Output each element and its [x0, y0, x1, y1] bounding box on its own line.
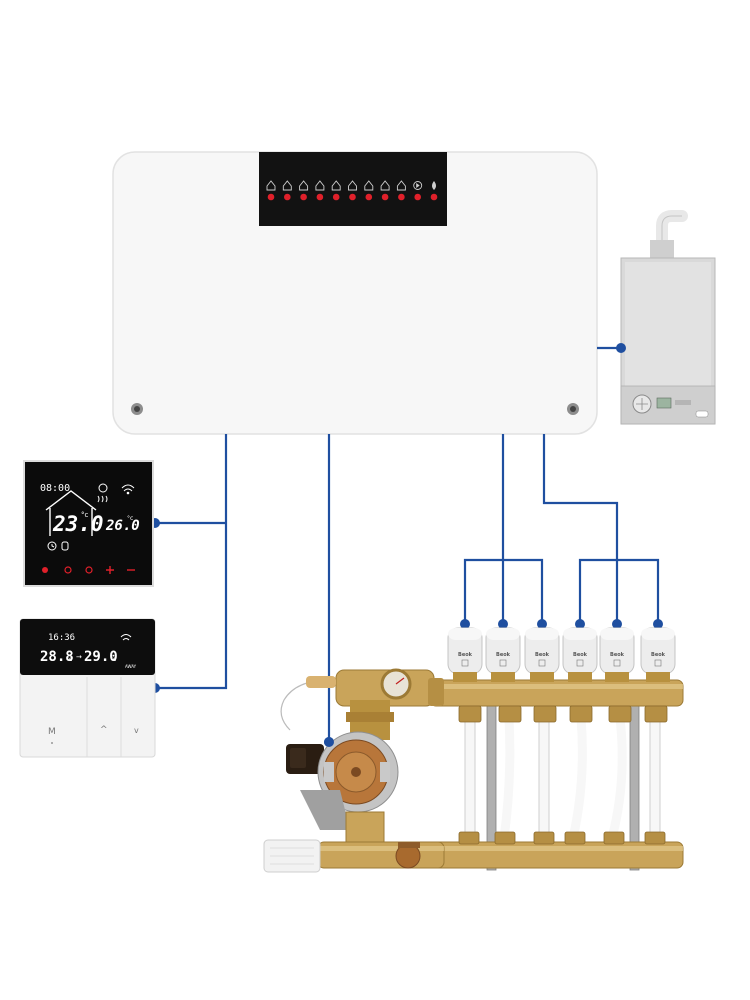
thermostat-black: 08:00 23.0 °c 26.0 °c: [23, 460, 154, 587]
thermostatic-head: [263, 839, 321, 873]
hub-screw-left: [131, 403, 143, 415]
lock-icon: [461, 659, 469, 667]
thermostat-black-time: 08:00: [40, 483, 70, 494]
manifold: Beok Beok Beok Beok Beok Beok: [429, 627, 684, 871]
actuator: Beok: [640, 627, 676, 682]
house-icon: [396, 180, 406, 191]
thermostat-white-mode: AWAY: [125, 664, 137, 669]
actuator-label: Beok: [458, 652, 473, 658]
hand-icon: [61, 541, 69, 551]
circulation-pump: [286, 731, 399, 843]
house-outline-icon: [45, 490, 97, 536]
heating-icon: [97, 495, 108, 503]
house-icon: [282, 180, 292, 191]
manifold-supply-connectors: [458, 705, 668, 723]
power-icon[interactable]: [64, 566, 72, 574]
display-icon: [656, 397, 672, 409]
zone-led: [267, 193, 275, 201]
flame-icon: [432, 181, 436, 190]
lock-icon: [576, 659, 584, 667]
clock-icon: [47, 541, 57, 551]
zone-led: [414, 193, 422, 201]
play-icon: [413, 181, 423, 190]
snowflake-icon: [42, 567, 48, 573]
actuator: Beok: [524, 627, 560, 682]
fan-icon: [632, 394, 652, 414]
zone-led: [332, 193, 340, 201]
house-icon: [380, 180, 390, 191]
mixing-valve-bottom: [317, 841, 445, 869]
thermostat-white-arrow: →: [76, 653, 82, 661]
down-button[interactable]: v: [134, 726, 139, 735]
plus-icon[interactable]: [106, 566, 114, 574]
thermostat-white-time: 16:36: [48, 633, 75, 643]
zone-led: [349, 193, 356, 201]
manifold-supply-bar: [429, 679, 684, 707]
lock-icon: [613, 659, 621, 667]
actuator-label: Beok: [496, 652, 511, 658]
manifold-return-bar: [429, 841, 684, 869]
zone-led: [300, 193, 307, 201]
lock-icon: [654, 659, 662, 667]
pump-wire-terminal: [324, 737, 334, 747]
up-button[interactable]: ^: [100, 725, 108, 735]
boiler: [620, 210, 716, 425]
wifi-icon: [121, 484, 135, 495]
actuator-label: Beok: [573, 652, 588, 658]
wire-junction-dots: [150, 343, 663, 747]
wire-hub-to-thermostats: [154, 434, 228, 690]
thermostat-black-set-temp: 26.0: [105, 518, 140, 534]
zone-led: [381, 193, 389, 201]
thermostat-white-set-temp: 29.0: [84, 649, 118, 665]
zone-led: [365, 193, 373, 201]
thermostat-white-set-unit: °c: [110, 656, 116, 663]
thermostat-white: 16:36 28.8 °c → 29.0 °c AWAY M ^ v: [19, 618, 156, 758]
pump-group: [263, 668, 445, 873]
actuator-label: Beok: [535, 652, 550, 658]
wire-hub-to-actuators-b: [542, 434, 660, 626]
boiler-logo: [695, 410, 709, 418]
thermostat-white-room-unit: °c: [66, 656, 72, 663]
actuator: Beok: [447, 627, 483, 682]
actuator-label: Beok: [610, 652, 625, 658]
actuator: Beok: [485, 627, 521, 682]
wifi-icon: [120, 634, 132, 641]
house-icon: [331, 180, 341, 191]
manifold-flow-pipes: [465, 717, 660, 840]
thermostat-black-screen: [25, 462, 152, 585]
zone-led: [398, 193, 405, 201]
mode-button[interactable]: M: [48, 727, 56, 737]
zone-led: [316, 193, 324, 201]
house-icon: [348, 180, 357, 191]
lock-icon: [538, 659, 546, 667]
house-icon: [364, 180, 374, 191]
wiring-hub: [112, 151, 598, 435]
house-icon: [299, 180, 309, 191]
actuator-label: Beok: [651, 652, 666, 658]
hub-zone-indicators: [266, 180, 438, 201]
wire-hub-to-actuators-a: [463, 434, 544, 626]
actuator: Beok: [599, 627, 635, 682]
lock-icon: [499, 659, 507, 667]
wiring: [154, 346, 660, 745]
thermostat-black-room-unit: °c: [81, 511, 89, 519]
boiler-flue-base: [650, 240, 674, 260]
zone-led: [430, 193, 438, 201]
actuator: Beok: [562, 627, 598, 682]
thermostat-white-room-temp: 28.8: [40, 649, 74, 665]
power-button[interactable]: [85, 566, 93, 574]
house-icon: [266, 180, 276, 191]
hub-screw-right: [567, 403, 579, 415]
house-icon: [315, 180, 325, 191]
manifold-return-connectors: [458, 831, 666, 845]
thermostat-black-room-temp: 23.0: [52, 512, 104, 536]
thermostat-black-set-unit: °c: [127, 515, 133, 522]
thermostat-white-screen: [20, 619, 155, 675]
zone-led: [284, 193, 291, 201]
actuators: Beok Beok Beok Beok Beok Beok: [447, 627, 676, 682]
dollar-icon: [98, 483, 108, 493]
